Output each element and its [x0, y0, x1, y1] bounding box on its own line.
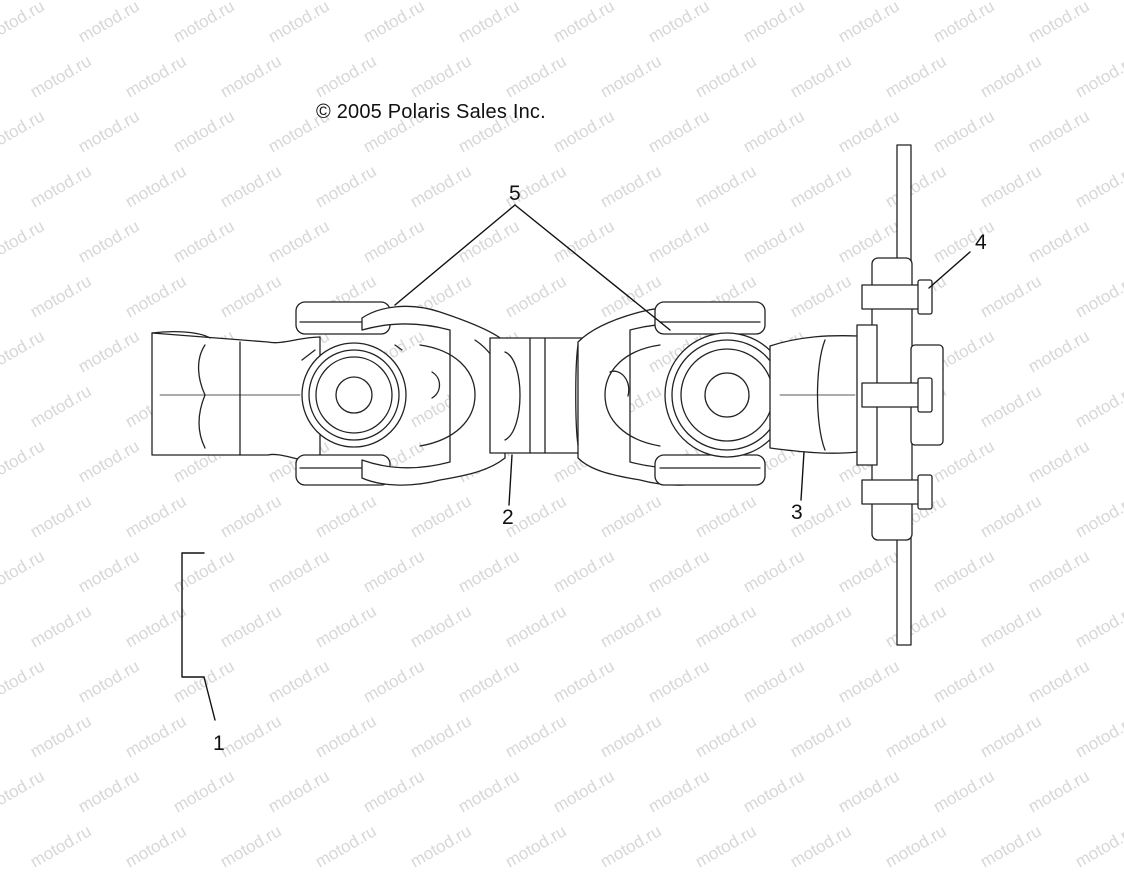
left-shaft-tube: [152, 332, 320, 462]
copyright-text: 2005 Polaris Sales Inc.: [337, 101, 546, 123]
callout-4: 4: [975, 232, 987, 253]
flange-assembly: [857, 145, 943, 645]
callout-5: 5: [509, 183, 521, 204]
callout-2: 2: [502, 507, 514, 528]
left-bearing: [302, 343, 406, 447]
callout-1: 1: [213, 733, 225, 754]
callout-3: 3: [791, 502, 803, 523]
copyright-symbol: ©: [316, 101, 331, 123]
right-shaft-tube: [770, 336, 858, 454]
copyright-notice: © 2005 Polaris Sales Inc.: [316, 101, 546, 124]
driveshaft-diagram: [0, 0, 1124, 843]
